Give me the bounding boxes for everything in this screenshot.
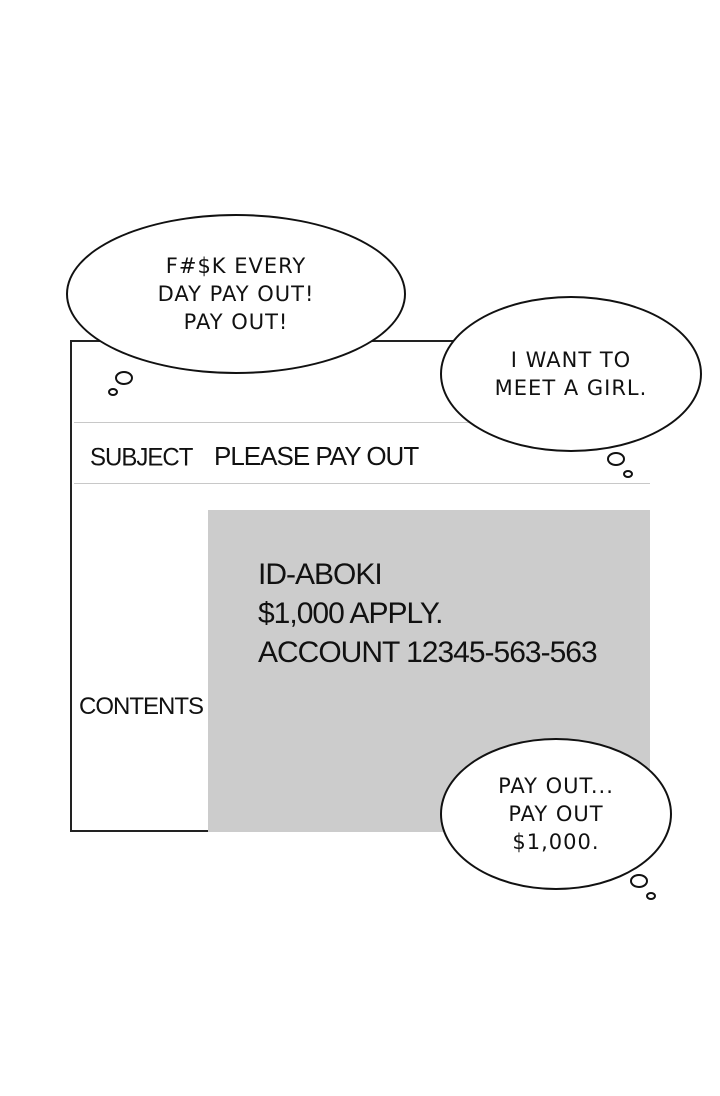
thought-dot: [108, 388, 118, 396]
thought-bubble-bottom-right: PAY OUT... PAY OUT $1,000.: [440, 738, 672, 890]
thought-dot: [646, 892, 656, 900]
thought-dot: [607, 452, 625, 466]
thought-dot: [115, 371, 133, 385]
subject-label: SUBJECT: [90, 443, 193, 472]
contents-line-amount: $1,000 APPLY.: [258, 597, 443, 630]
thought-bubble-bottom-right-text: PAY OUT... PAY OUT $1,000.: [498, 774, 614, 854]
divider-top: [74, 422, 650, 423]
thought-dot: [630, 874, 648, 888]
contents-label: CONTENTS: [79, 693, 204, 720]
thought-bubble-top-right: I WANT TO MEET A GIRL.: [440, 296, 702, 452]
contents-line-id: ID-ABOKI: [258, 558, 383, 591]
thought-bubble-top-right-text: I WANT TO MEET A GIRL.: [494, 348, 648, 400]
thought-bubble-top-left-text: F#$K EVERY DAY PAY OUT! PAY OUT!: [157, 254, 315, 334]
thought-bubble-top-left: F#$K EVERY DAY PAY OUT! PAY OUT!: [66, 214, 406, 374]
divider-subject: [74, 483, 650, 484]
subject-value: PLEASE PAY OUT: [214, 441, 419, 471]
contents-line-account: ACCOUNT 12345-563-563: [258, 636, 598, 669]
thought-dot: [623, 470, 633, 478]
